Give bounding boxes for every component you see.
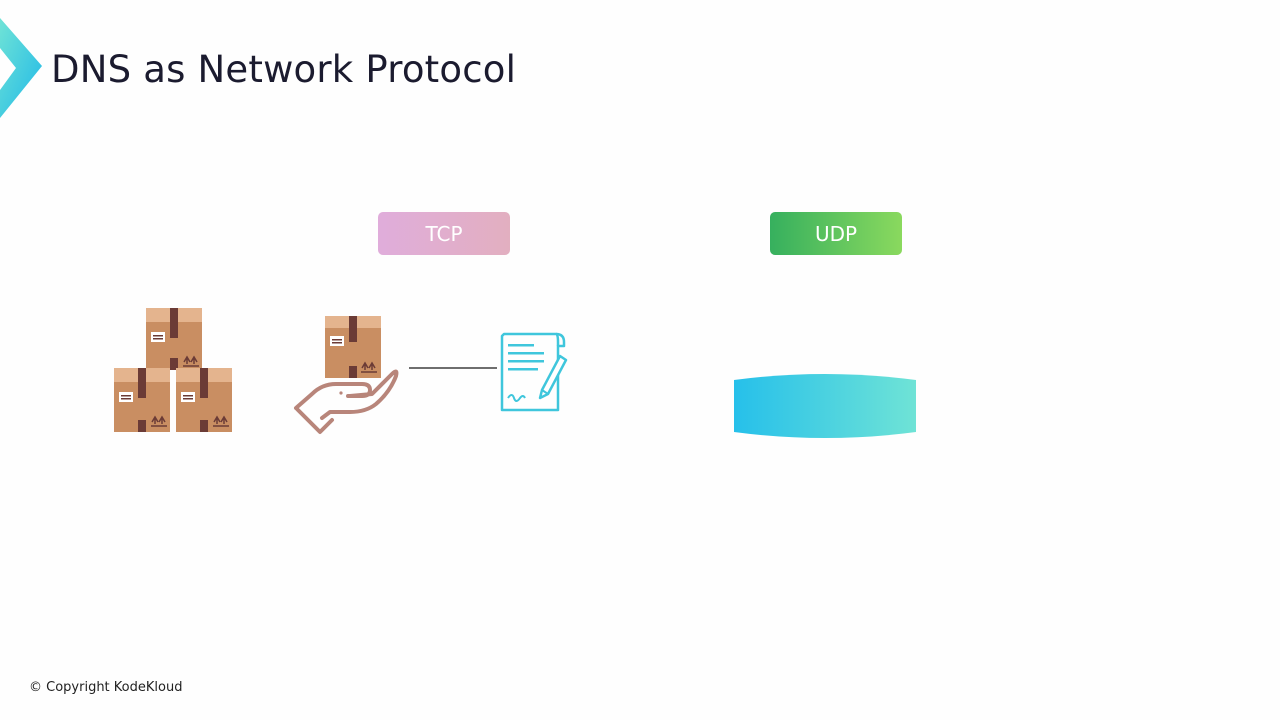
hand-outline — [294, 369, 399, 434]
copyright-text: © Copyright KodeKloud — [29, 680, 183, 695]
held-box — [325, 316, 381, 378]
tcp-label: TCP — [378, 212, 510, 255]
box-bottom-left — [114, 368, 170, 432]
kodekloud-logo-mark — [0, 18, 42, 118]
udp-label: UDP — [770, 212, 902, 255]
box-top — [146, 308, 202, 370]
slide-title: DNS as Network Protocol — [51, 48, 517, 91]
hand-holding-box-icon — [294, 316, 399, 434]
gradient-disc-shape — [734, 374, 916, 438]
stacked-boxes-icon — [114, 308, 232, 432]
signed-document-icon — [500, 332, 568, 412]
connector-line — [409, 367, 497, 369]
box-bottom-right — [176, 368, 232, 432]
